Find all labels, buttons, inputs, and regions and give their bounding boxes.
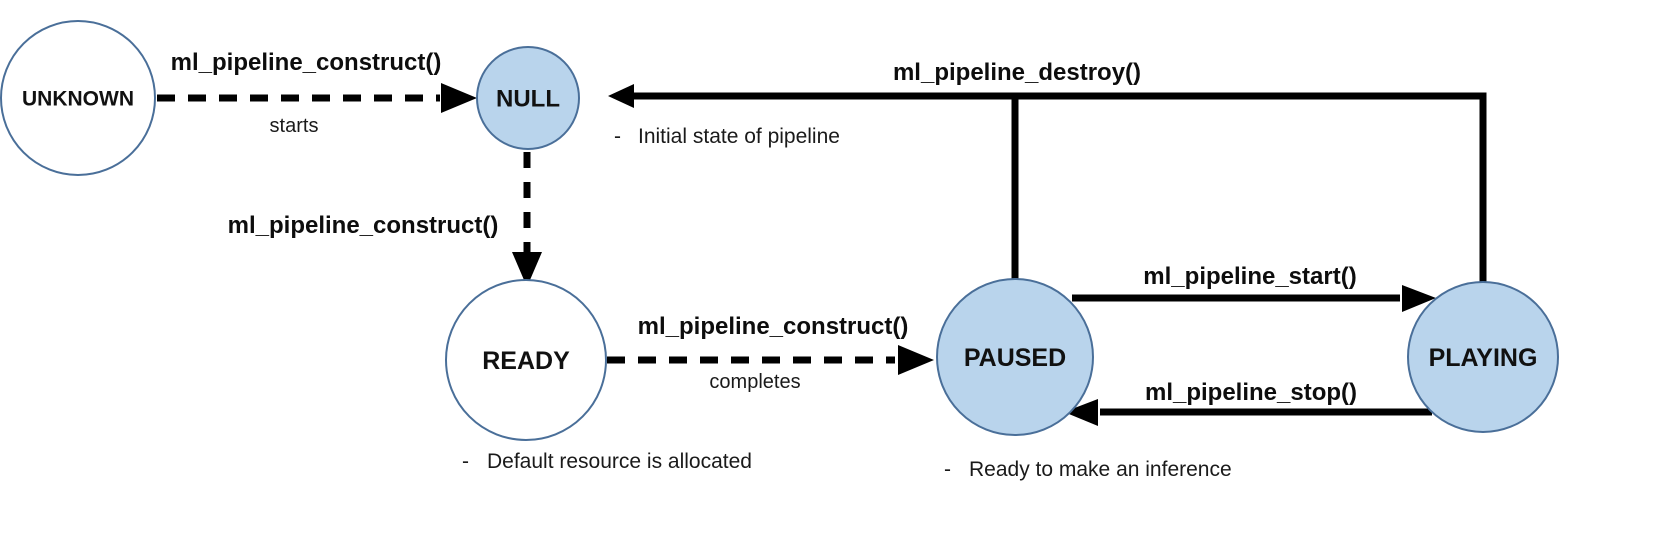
arrowhead-destroy-into-null — [608, 84, 634, 108]
annotation-paused-state: - Ready to make an inference — [944, 458, 1232, 481]
edge-label-null-to-ready: ml_pipeline_construct() — [228, 212, 499, 239]
arrowhead-into-paused-solid — [1064, 399, 1098, 426]
state-label-null: NULL — [496, 86, 560, 113]
state-node-null[interactable]: NULL — [476, 46, 580, 150]
arrowhead-into-ready — [512, 252, 542, 287]
edge-unknown-to-null[interactable]: ml_pipeline_construct() starts — [157, 49, 477, 137]
state-node-unknown[interactable]: UNKNOWN — [0, 20, 156, 176]
edge-paused-to-playing[interactable]: ml_pipeline_start() — [1072, 263, 1436, 312]
edge-label-destroy: ml_pipeline_destroy() — [893, 59, 1141, 86]
note-bullet-ready: - — [462, 450, 469, 473]
state-circle-ready — [445, 279, 607, 441]
state-label-paused: PAUSED — [964, 344, 1066, 372]
state-circle-paused — [936, 278, 1094, 436]
edge-label-playing-to-paused: ml_pipeline_stop() — [1145, 379, 1357, 406]
state-node-ready[interactable]: READY — [445, 279, 607, 441]
edge-playing-to-paused[interactable]: ml_pipeline_stop() — [1064, 379, 1432, 426]
note-text-paused: Ready to make an inference — [969, 458, 1232, 481]
annotation-ready-state: - Default resource is allocated — [462, 450, 752, 473]
arrowhead-into-null — [441, 83, 477, 113]
edge-null-to-ready[interactable]: ml_pipeline_construct() — [228, 152, 542, 287]
note-bullet-null: - — [614, 125, 621, 148]
edge-label-unknown-to-null: ml_pipeline_construct() — [171, 49, 442, 76]
state-circle-playing — [1407, 281, 1559, 433]
edge-label-ready-to-paused: ml_pipeline_construct() — [638, 313, 909, 340]
state-circle-unknown — [0, 20, 156, 176]
note-bullet-paused: - — [944, 458, 951, 481]
edge-sublabel-starts: starts — [270, 115, 319, 137]
state-node-playing[interactable]: PLAYING — [1407, 281, 1559, 433]
state-label-playing: PLAYING — [1429, 344, 1538, 372]
edge-destroy-to-null[interactable]: ml_pipeline_destroy() — [608, 59, 1487, 282]
note-text-null: Initial state of pipeline — [638, 125, 840, 148]
arrowhead-into-paused-dashed — [898, 345, 934, 375]
edge-sublabel-completes: completes — [709, 371, 800, 393]
edge-label-paused-to-playing: ml_pipeline_start() — [1143, 263, 1356, 290]
state-label-ready: READY — [482, 347, 570, 375]
state-node-paused[interactable]: PAUSED — [936, 278, 1094, 436]
note-text-ready: Default resource is allocated — [487, 450, 752, 473]
annotation-null-state: - Initial state of pipeline — [614, 125, 840, 148]
state-label-unknown: UNKNOWN — [22, 88, 134, 111]
arrowhead-into-playing — [1402, 285, 1436, 312]
edge-ready-to-paused[interactable]: ml_pipeline_construct() completes — [607, 313, 934, 393]
state-circle-null — [476, 46, 580, 150]
destroy-path-from-playing — [620, 92, 1487, 282]
